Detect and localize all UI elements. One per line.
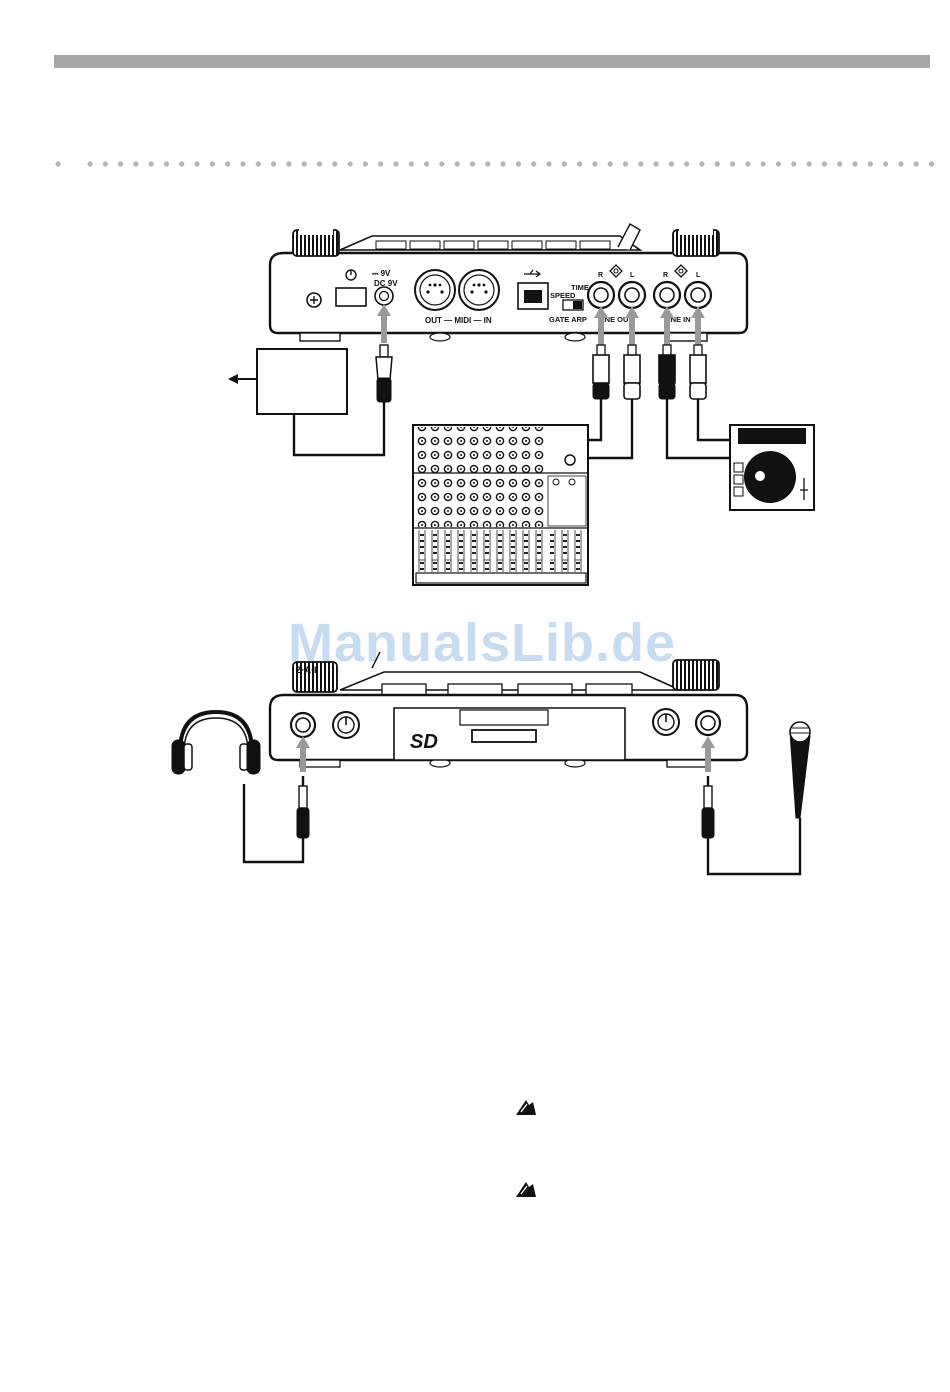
svg-text:SPEED: SPEED (550, 291, 576, 300)
front-left-knob: Z·A·l (293, 662, 337, 692)
svg-text:Z·A·l: Z·A·l (296, 665, 317, 675)
headphone-jack (291, 713, 315, 737)
sd-card-slot: SD (394, 708, 625, 760)
turntable (730, 425, 814, 510)
mic-jack (696, 711, 720, 735)
warning-icon (516, 1182, 536, 1197)
ac-adapter (228, 345, 392, 455)
warning-icon (516, 1100, 536, 1115)
rear-right-knob (673, 229, 719, 256)
mixer (413, 425, 588, 585)
mic-level-knob[interactable] (653, 709, 679, 735)
microphone (790, 722, 810, 818)
headphones (172, 712, 260, 774)
dc-label-top: ⎓ 9V (372, 269, 391, 278)
svg-text:L: L (630, 272, 635, 279)
rca-plugs (588, 345, 732, 458)
front-right-knob (673, 660, 719, 690)
rear-left-knob (293, 229, 339, 256)
midi-label: OUT — MIDI — IN (425, 316, 492, 325)
svg-text:GATE ARP: GATE ARP (549, 315, 587, 324)
svg-text:R: R (663, 272, 668, 279)
front-panel: Z·A·l SD (270, 652, 747, 767)
ground-screw (307, 293, 321, 307)
svg-text:R: R (598, 272, 603, 279)
phone-plugs (244, 776, 800, 874)
rear-panel: ⎓ 9V DC 9V OUT — MIDI — IN TIME SPEE (270, 224, 747, 341)
sd-logo: SD (410, 731, 438, 753)
phones-volume-knob[interactable] (333, 712, 359, 738)
svg-text:L: L (696, 272, 701, 279)
